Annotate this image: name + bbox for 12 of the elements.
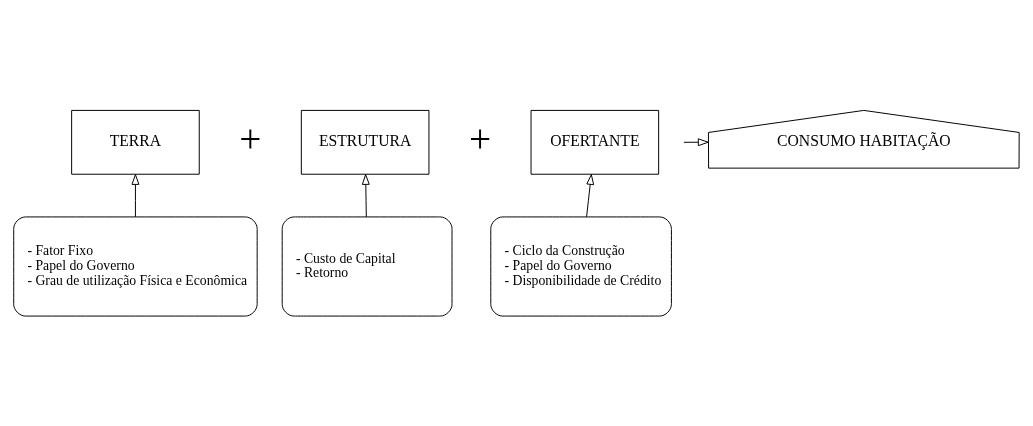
arrow [683, 138, 709, 147]
node-box: - Custo de Capital - Retorno [281, 216, 453, 317]
arrow [586, 174, 595, 218]
node-box: TERRA [71, 109, 200, 175]
label: + [468, 117, 492, 161]
arrow [131, 174, 140, 218]
node-box: - Ciclo da Construção - Papel do Governo - Disponibilidade de Crédito [490, 216, 672, 317]
node-box: ESTRUTURA [300, 109, 430, 175]
arrow [361, 174, 370, 218]
node-box: - Fator Fixo - Papel do Governo - Grau de utilização Física e Econômica [13, 216, 258, 317]
label: + [239, 117, 262, 161]
node-box: OFERTANTE [530, 109, 660, 175]
